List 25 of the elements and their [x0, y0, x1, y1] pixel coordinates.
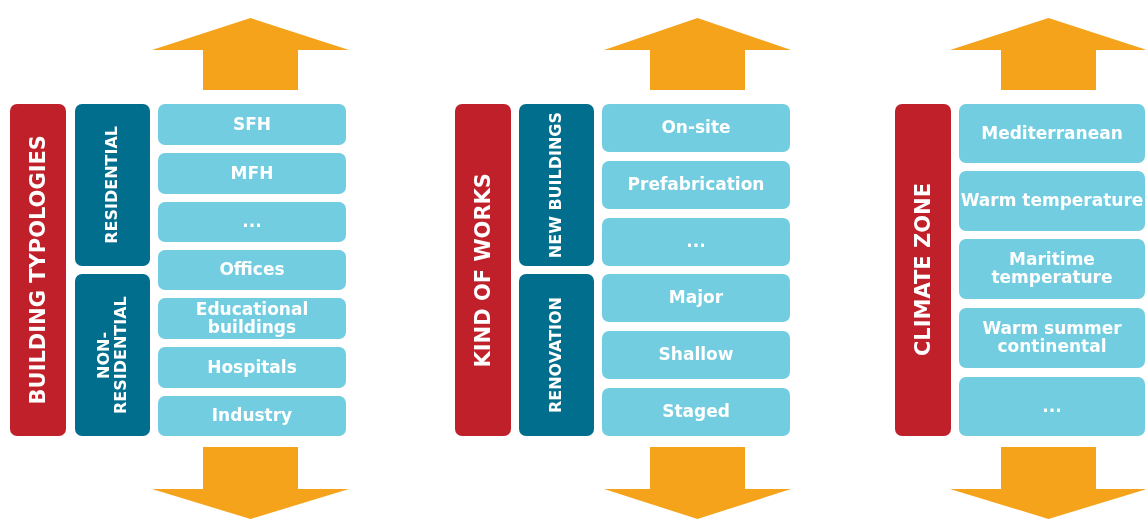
item-box: Staged	[602, 388, 790, 436]
item-box: On-site	[602, 104, 790, 152]
item-box: Warm temperature	[959, 171, 1145, 231]
item-box: Educational buildings	[158, 298, 346, 339]
item-box: ...	[959, 377, 1145, 436]
item-box: Maritime temperature	[959, 239, 1145, 299]
item-box: Industry	[158, 396, 346, 436]
item-box: Mediterranean	[959, 104, 1145, 163]
group-bar: NEW BUILDINGS	[519, 104, 594, 266]
group-bar: RESIDENTIAL	[75, 104, 150, 266]
category-bar: CLIMATE ZONE	[895, 104, 951, 436]
item-box: SFH	[158, 104, 346, 145]
item-box: Hospitals	[158, 347, 346, 388]
group-bar: NON-RESIDENTIAL	[75, 274, 150, 436]
category-bar: BUILDING TYPOLOGIES	[10, 104, 66, 436]
item-box: Offices	[158, 250, 346, 290]
category-bar: KIND OF WORKS	[455, 104, 511, 436]
item-box: ...	[158, 202, 346, 242]
item-box: Warm summer continental	[959, 308, 1145, 368]
item-box: Prefabrication	[602, 161, 790, 209]
item-box: MFH	[158, 153, 346, 194]
item-box: ...	[602, 218, 790, 266]
item-box: Shallow	[602, 331, 790, 379]
group-bar: RENOVATION	[519, 274, 594, 436]
item-box: Major	[602, 274, 790, 322]
